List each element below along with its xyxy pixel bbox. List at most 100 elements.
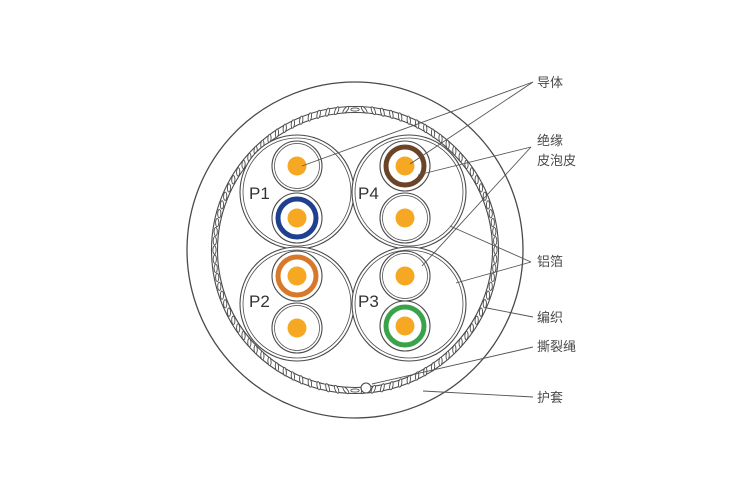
braid-strand (469, 167, 474, 177)
braid-strand (360, 105, 368, 114)
braid-strand (325, 383, 330, 393)
braid-strand (423, 123, 428, 133)
braid-strand (478, 183, 484, 193)
pair-label-p2: P2 (249, 292, 270, 311)
conductor (287, 266, 307, 286)
braid-strand (219, 290, 225, 300)
conductor (287, 318, 307, 338)
braid-strand (217, 281, 222, 292)
braid-strand (370, 106, 376, 116)
braid-strand (290, 371, 295, 381)
braid-strand (247, 337, 252, 348)
braid-strand (464, 159, 469, 170)
braid-strand (299, 375, 304, 385)
label-ripcord: 撕裂绳 (537, 340, 576, 355)
braid-strand (406, 115, 411, 125)
insulation-stripe-green (383, 304, 427, 348)
braid-strand (212, 245, 217, 255)
braid-strand (274, 128, 280, 138)
braid-strand (226, 307, 232, 317)
braid-strand (316, 381, 321, 391)
pair-label-p4: P4 (358, 184, 379, 203)
braid-strand (307, 378, 312, 388)
braid-outer-edge (210, 105, 500, 395)
braid-strand (485, 200, 491, 210)
braid-strand (350, 388, 360, 393)
braid-strand (212, 254, 217, 264)
braid-strand (452, 344, 457, 354)
conductor (395, 316, 415, 336)
braid-strand (380, 383, 385, 393)
braid-strand (492, 263, 497, 273)
conductor (395, 208, 415, 228)
braid-strand (474, 315, 479, 325)
pair-label-p3: P3 (358, 292, 379, 311)
braid-strand (241, 330, 246, 341)
braid-strand (485, 290, 491, 300)
braid-strand (231, 175, 236, 185)
braid-strand (219, 200, 225, 210)
braid-strand (438, 356, 443, 367)
braid-strand (445, 139, 450, 150)
braid-strand (217, 208, 222, 219)
braid-strand (282, 367, 287, 377)
braid-strand (458, 337, 463, 348)
braid-strand (241, 159, 246, 170)
braid-strand (482, 299, 487, 309)
braid-strand (490, 272, 495, 283)
conductor (395, 156, 415, 176)
braid-strand (380, 107, 385, 117)
braid-strand (316, 109, 321, 119)
braid-strand (492, 227, 497, 237)
braid-strand (350, 107, 360, 112)
pair-2-conductors (271, 250, 323, 354)
label-jacket: 护套 (537, 390, 563, 406)
braid-inner-edge (216, 111, 494, 389)
braid-strand (478, 307, 484, 317)
braid-strand (488, 208, 493, 219)
leader-lines (301, 81, 534, 398)
braid-strand (260, 350, 265, 361)
braid-strand (236, 167, 241, 177)
conductor (395, 266, 415, 286)
braid-strand (236, 323, 241, 333)
braid-strand (231, 315, 236, 325)
insulation-stripe-brown (383, 144, 427, 188)
braid-strand (299, 115, 304, 125)
pair-label-p1: P1 (249, 184, 270, 203)
braid-strand (223, 191, 228, 201)
braid-strand (253, 344, 258, 354)
insulation-stripe-orange (275, 254, 319, 298)
braid-strand (267, 356, 272, 367)
braid-strand (398, 112, 403, 122)
braid-strand (464, 330, 469, 341)
braid-strand (334, 106, 340, 116)
braid-strand (469, 323, 474, 333)
outer-jacket (186, 81, 524, 419)
braid-strand (452, 146, 457, 156)
braid-strand (398, 378, 403, 388)
label-foil: 铝箔 (537, 254, 563, 270)
braid-strand (342, 386, 350, 395)
braid-strand (215, 272, 220, 283)
braid-strand (458, 152, 463, 163)
pair-4-conductors (379, 140, 431, 244)
braid-strand (212, 236, 217, 246)
braid-strand (445, 350, 450, 361)
conductor (287, 208, 307, 228)
braid-strand (438, 133, 443, 144)
braid-strand (389, 381, 394, 391)
pair-3-conductors (379, 250, 431, 352)
braid-strand (389, 109, 394, 119)
label-conductor: 导体 (537, 76, 563, 91)
braid-strand (213, 227, 218, 237)
braid-strand (213, 263, 218, 273)
braid-strand (493, 236, 498, 246)
braid-strand (226, 183, 232, 193)
braid-strand (334, 384, 340, 394)
braid-strand (290, 119, 295, 129)
braid-strand (490, 217, 495, 228)
braid-strand (430, 362, 436, 372)
